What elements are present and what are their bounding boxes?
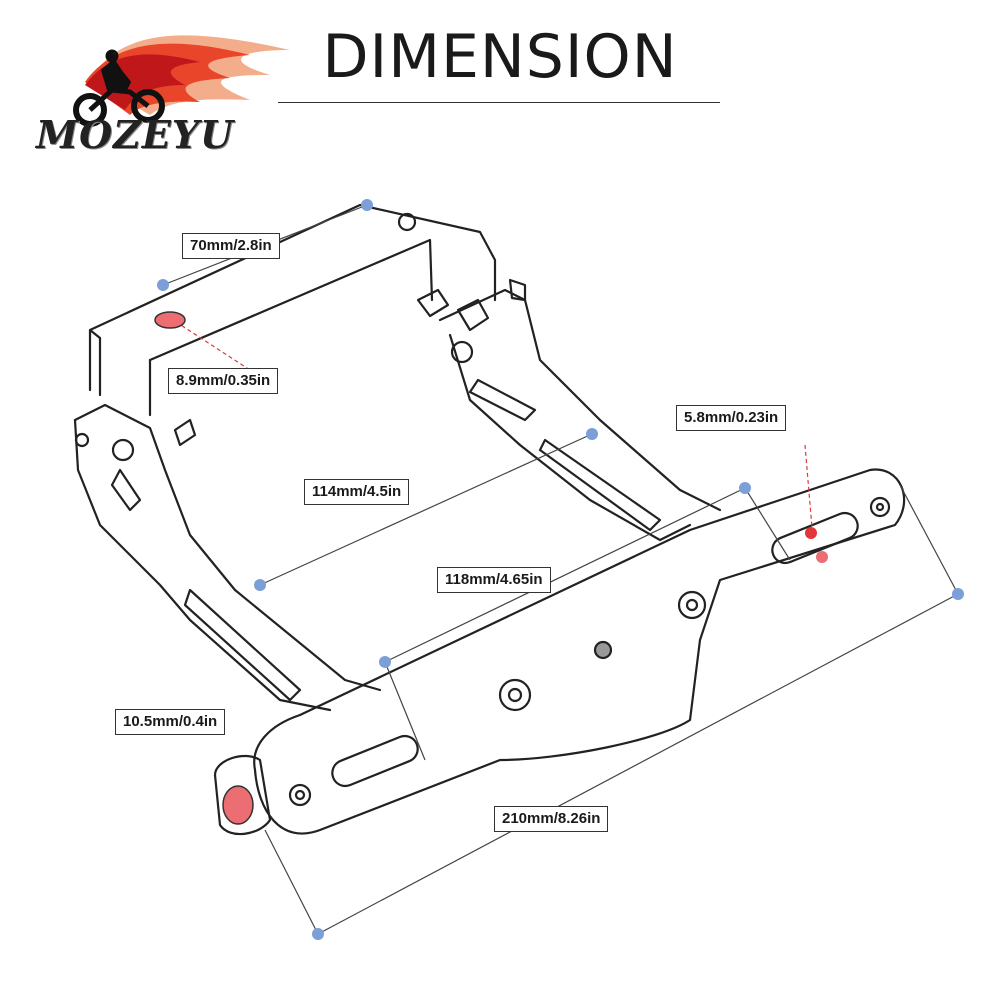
brand-name: MOZEYU — [36, 112, 235, 157]
main-plate — [253, 468, 906, 835]
end-hole-marker — [222, 785, 254, 825]
end-tube — [213, 755, 272, 836]
motocross-rider-icon — [73, 49, 165, 127]
dim-label-width-top: 70mm/2.8in — [182, 233, 280, 259]
top-hole-marker — [154, 311, 186, 329]
dimension-endpoints — [157, 199, 964, 940]
endpoint-dot — [379, 656, 391, 668]
right-arm — [438, 288, 722, 542]
dim-label-total-length: 210mm/8.26in — [494, 806, 609, 832]
dim-label-slot-width: 5.8mm/0.23in — [676, 405, 787, 431]
page-title: DIMENSION — [322, 22, 678, 92]
title-underline — [278, 102, 720, 103]
endpoint-dot — [586, 428, 598, 440]
endpoint-dot — [312, 928, 324, 940]
endpoint-dot — [361, 199, 373, 211]
slot-marker-bottom — [816, 551, 828, 563]
brand-logo — [73, 35, 290, 127]
dim-label-arm-length: 114mm/4.5in — [304, 479, 410, 505]
top-crossbar — [88, 203, 497, 392]
endpoint-dot — [739, 482, 751, 494]
dim-label-plate-depth: 118mm/4.65in — [437, 567, 551, 593]
slot-marker-top — [805, 527, 817, 539]
dim-label-top-hole: 8.9mm/0.35in — [168, 368, 279, 394]
endpoint-dot — [952, 588, 964, 600]
dim-label-end-hole: 10.5mm/0.4in — [115, 709, 226, 735]
endpoint-dot — [157, 279, 169, 291]
endpoint-dot — [254, 579, 266, 591]
left-arm — [73, 403, 382, 712]
